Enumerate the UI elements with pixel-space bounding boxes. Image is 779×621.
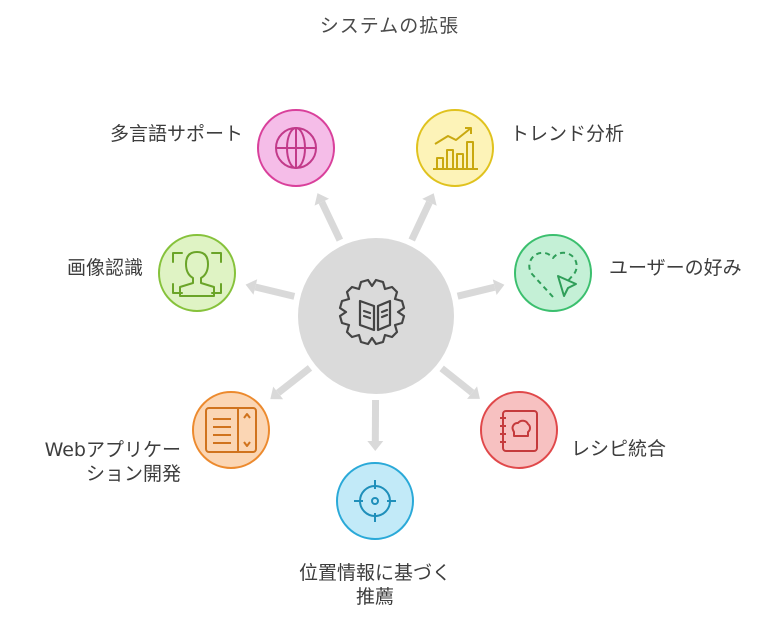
label-line: 推薦 xyxy=(355,586,394,608)
gear-book-icon xyxy=(338,278,406,346)
arrow-head xyxy=(492,279,505,295)
connector-arrow xyxy=(408,200,433,242)
node-label-webapp: Webアプリケー ション開発 xyxy=(45,438,181,486)
node-recipe xyxy=(480,391,558,469)
arrow-head xyxy=(422,193,437,206)
label-line: Webアプリケー xyxy=(44,439,181,461)
label-line: レシピ統合 xyxy=(571,438,667,460)
node-multilang xyxy=(257,109,335,187)
label-line: トレンド分析 xyxy=(510,123,625,145)
node-circle xyxy=(514,234,592,312)
arrow-head xyxy=(245,279,258,295)
heart-cursor-icon xyxy=(528,251,578,298)
center-hub xyxy=(298,238,454,394)
label-line: 位置情報に基づく xyxy=(298,562,451,584)
node-circle xyxy=(158,234,236,312)
arrows xyxy=(245,193,505,452)
node-user-pref xyxy=(514,234,592,312)
app-window-icon xyxy=(205,407,257,453)
label-line: ユーザーの好み xyxy=(609,257,742,279)
arrow-head xyxy=(270,386,284,400)
connector-arrow xyxy=(276,365,313,396)
recipe-book-icon xyxy=(500,410,538,452)
node-webapp xyxy=(192,391,270,469)
label-line: 多言語サポート xyxy=(109,123,243,145)
node-label-trend: トレンド分析 xyxy=(510,122,624,146)
globe-icon xyxy=(275,127,317,169)
arrow-head xyxy=(367,440,384,452)
node-circle xyxy=(192,391,270,469)
bar-chart-trend-icon xyxy=(433,127,478,170)
face-scan-icon xyxy=(172,251,222,297)
center-circle xyxy=(298,238,454,394)
label-line: 画像認識 xyxy=(66,257,143,279)
node-image xyxy=(158,234,236,312)
node-label-user-pref: ユーザーの好み xyxy=(609,256,742,280)
node-circle xyxy=(416,109,494,187)
connector-arrow xyxy=(456,283,496,300)
label-line: ション開発 xyxy=(85,463,181,485)
arrow-head xyxy=(314,193,330,206)
node-label-recipe: レシピ統合 xyxy=(571,437,666,461)
connector-arrow xyxy=(318,200,344,242)
node-trend xyxy=(416,109,494,187)
connector-arrow xyxy=(254,283,296,300)
node-circle xyxy=(480,391,558,469)
node-circle xyxy=(336,462,414,540)
arrow-head xyxy=(467,386,480,399)
diagram-title: システムの拡張 xyxy=(319,15,460,37)
node-label-multilang: 多言語サポート xyxy=(110,122,243,146)
node-label-location: 位置情報に基づく 推薦 xyxy=(275,561,475,609)
connector-arrow xyxy=(439,365,475,396)
node-location xyxy=(336,462,414,540)
crosshair-icon xyxy=(354,480,396,522)
node-label-image: 画像認識 xyxy=(67,256,143,280)
